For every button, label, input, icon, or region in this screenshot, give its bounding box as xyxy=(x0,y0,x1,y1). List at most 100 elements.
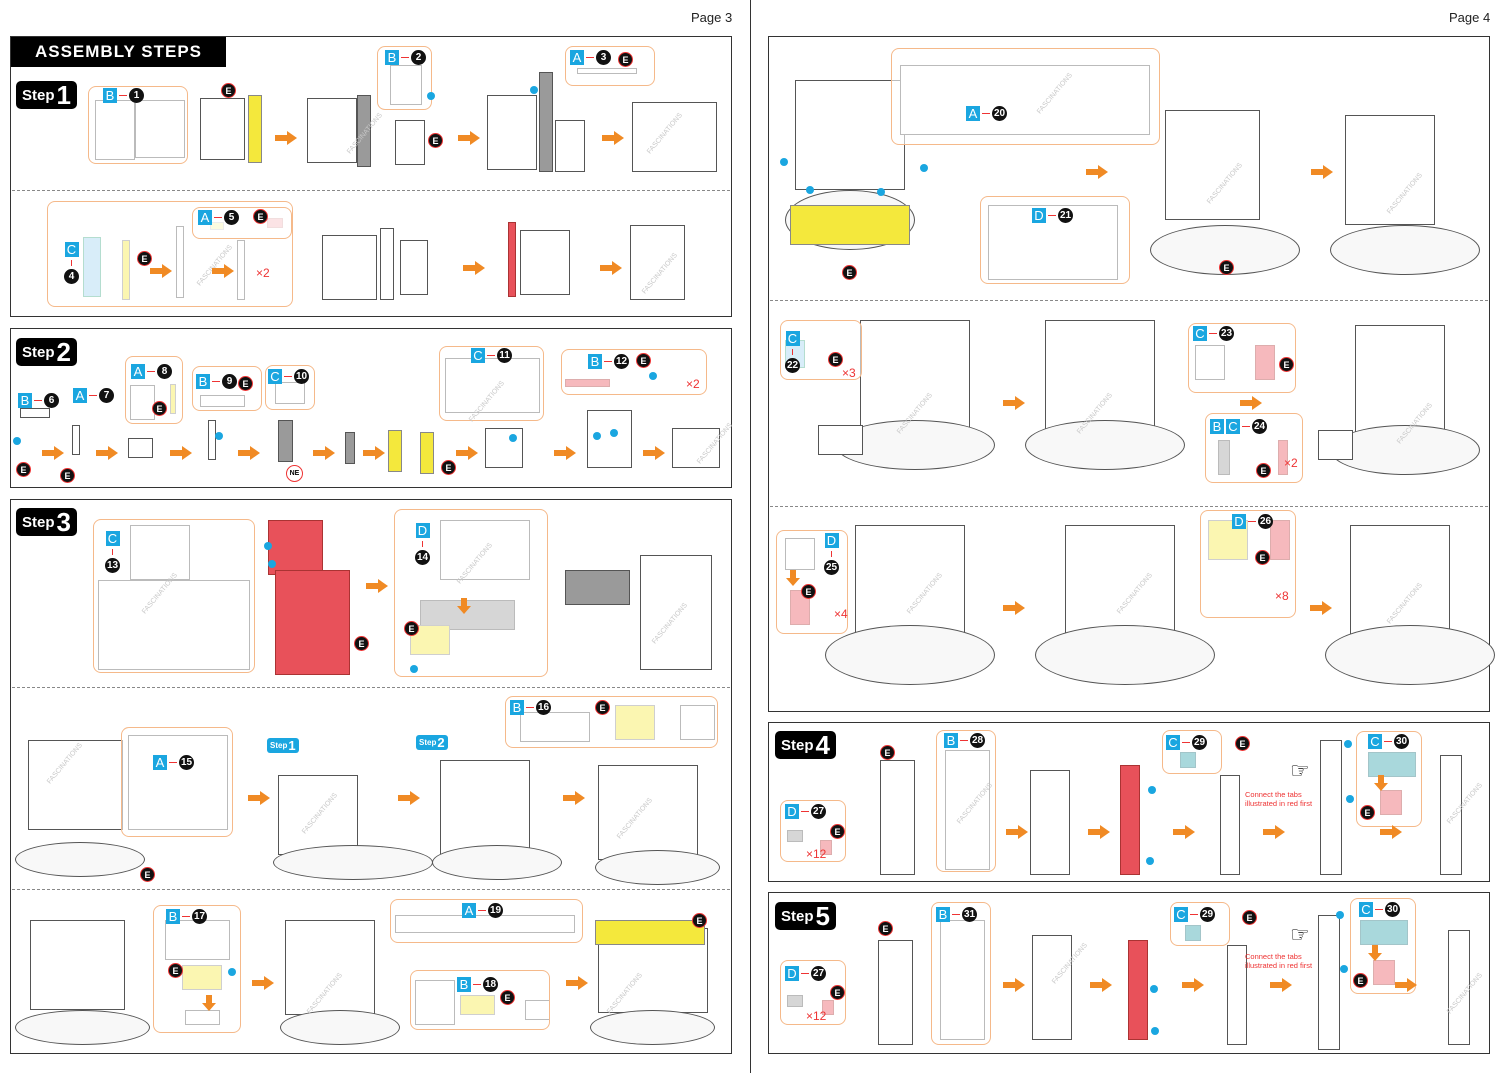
e-marker: E xyxy=(830,824,845,839)
e-marker: E xyxy=(16,462,31,477)
callout-frame xyxy=(936,730,996,872)
part-number: 30 xyxy=(1385,902,1400,917)
part-sheet-letter: C xyxy=(1166,735,1180,750)
blue-dot xyxy=(427,92,435,100)
part-illustration xyxy=(539,72,553,172)
connector xyxy=(586,56,594,59)
connector xyxy=(1375,908,1383,911)
e-marker: E xyxy=(500,990,515,1005)
part-number: 10 xyxy=(294,369,309,384)
part-number: 8 xyxy=(157,364,172,379)
e-marker: E xyxy=(618,52,633,67)
connector xyxy=(34,399,42,402)
page-number-4: Page 4 xyxy=(1449,10,1491,25)
callout-frame xyxy=(394,509,548,677)
part-sheet-letter: A xyxy=(570,50,584,65)
part-sheet-letter: D xyxy=(1032,208,1046,223)
step-word: Step xyxy=(22,343,55,361)
connector xyxy=(982,112,990,115)
connector xyxy=(111,549,114,555)
connector xyxy=(1242,425,1250,428)
part-illustration xyxy=(1325,625,1495,685)
part-illustration xyxy=(15,1010,150,1045)
part-illustration xyxy=(1025,420,1185,470)
connector xyxy=(1248,520,1256,523)
part-illustration xyxy=(790,205,910,245)
part-sheet-letter: B xyxy=(510,700,524,715)
part-illustration xyxy=(72,425,80,455)
quantity-multiplier: ×4 xyxy=(834,607,848,621)
part-illustration xyxy=(285,920,375,1015)
e-marker: E xyxy=(238,376,253,391)
divider xyxy=(770,300,1488,301)
part-number: 13 xyxy=(105,558,120,573)
blue-dot xyxy=(780,158,788,166)
callout-frame xyxy=(931,902,991,1045)
part-sheet-letter: C xyxy=(1359,902,1373,917)
step-word: Step xyxy=(270,741,288,750)
e-marker: E xyxy=(441,460,456,475)
part-illustration xyxy=(880,760,915,875)
e-marker: E xyxy=(1360,805,1375,820)
part-illustration xyxy=(1330,225,1480,275)
part-illustration xyxy=(1345,115,1435,225)
part-number: 3 xyxy=(596,50,611,65)
part-sheet-letter: A xyxy=(198,210,212,225)
assembly-steps-header: ASSEMBLY STEPS xyxy=(11,37,226,67)
e-marker: E xyxy=(1242,910,1257,925)
blue-dot xyxy=(593,432,601,440)
part-number: 18 xyxy=(483,977,498,992)
instruction-note: Connect the tabs illustrated in red firs… xyxy=(1245,952,1313,970)
part-number: 23 xyxy=(1219,326,1234,341)
part-illustration xyxy=(440,760,530,855)
part-number: 29 xyxy=(1200,907,1215,922)
part-illustration xyxy=(1318,430,1353,460)
part-illustration xyxy=(278,775,358,855)
callout-frame xyxy=(390,899,583,943)
part-sheet-letter: C xyxy=(1226,419,1240,434)
part-illustration xyxy=(487,95,537,170)
part-number: 27 xyxy=(811,804,826,819)
part-sheet-letter: C xyxy=(471,348,485,363)
part-sheet-letter: D xyxy=(1232,514,1246,529)
e-marker: E xyxy=(1353,973,1368,988)
part-illustration xyxy=(20,408,50,418)
part-sheet-letter: D xyxy=(415,523,430,538)
part-number: 31 xyxy=(962,907,977,922)
e-marker: E xyxy=(1256,463,1271,478)
blue-dot xyxy=(13,437,21,445)
part-sheet-letter: A xyxy=(131,364,145,379)
part-number: 26 xyxy=(1258,514,1273,529)
part-illustration xyxy=(1320,740,1342,875)
connector xyxy=(1182,741,1190,744)
part-illustration xyxy=(1220,775,1240,875)
e-marker: E xyxy=(878,921,893,936)
part-sheet-letter: D xyxy=(785,966,799,981)
part-illustration xyxy=(200,98,245,160)
connector xyxy=(284,375,292,378)
e-marker: E xyxy=(152,401,167,416)
connector xyxy=(182,915,190,918)
part-sheet-letter: B xyxy=(166,909,180,924)
blue-dot xyxy=(877,188,885,196)
e-marker: E xyxy=(404,621,419,636)
part-number: 15 xyxy=(179,755,194,770)
step-number: 1 xyxy=(288,738,296,753)
blue-dot xyxy=(610,429,618,437)
connector xyxy=(1209,332,1217,335)
part-number: 20 xyxy=(992,106,1007,121)
connector xyxy=(478,909,486,912)
quantity-multiplier: ×2 xyxy=(1284,456,1298,470)
part-sheet-letter: A xyxy=(462,903,476,918)
